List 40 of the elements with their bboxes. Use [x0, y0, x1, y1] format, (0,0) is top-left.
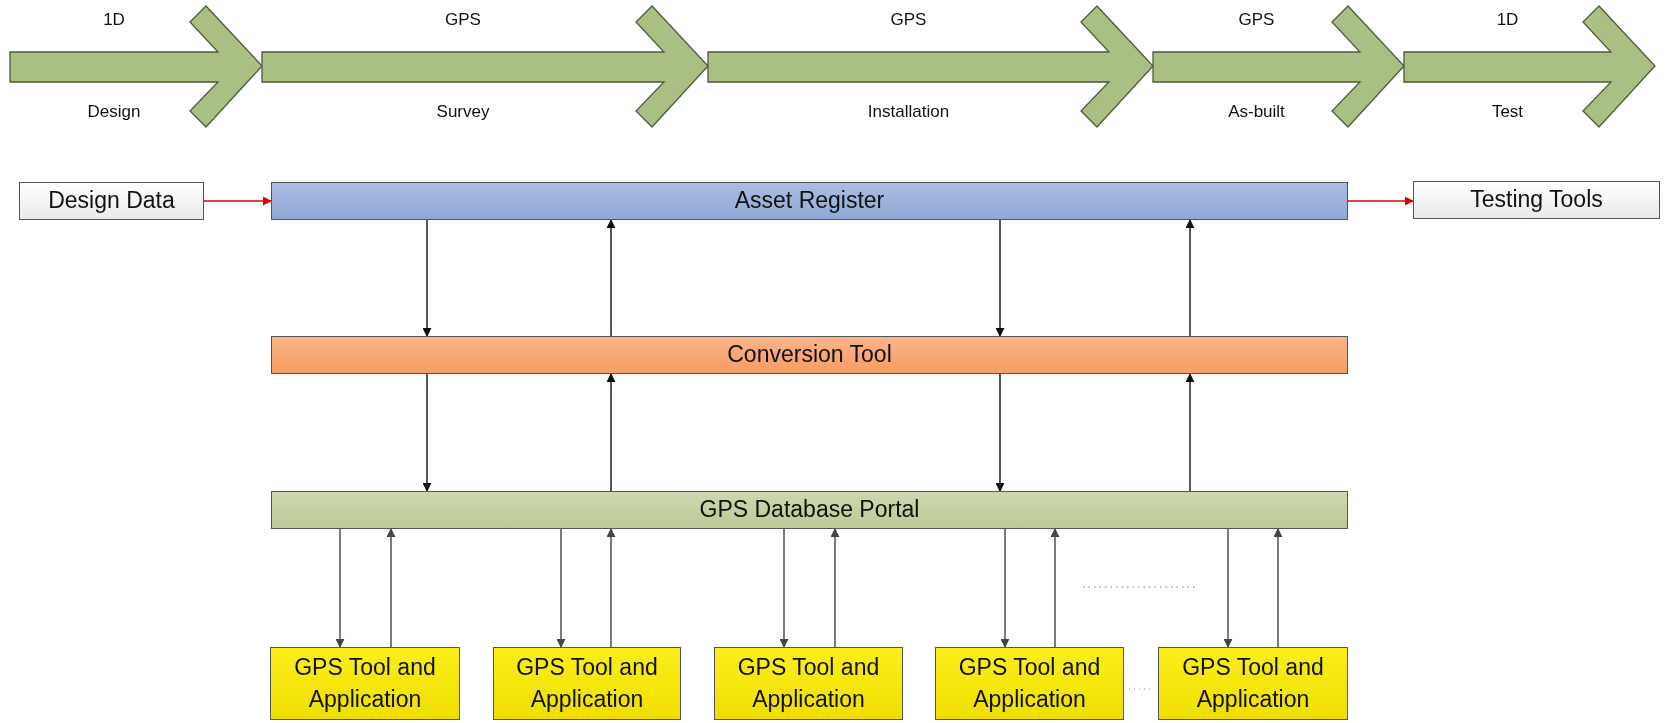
arrow — [203, 196, 272, 206]
arrow — [606, 373, 616, 492]
phase-label: 1D — [103, 10, 125, 30]
arrow — [422, 373, 432, 492]
arrow — [1050, 528, 1060, 648]
arrow — [606, 528, 616, 648]
phase-label: Test — [1491, 102, 1524, 122]
arrow — [386, 528, 396, 648]
arrow — [1000, 528, 1010, 648]
process-bar: GPS Database Portal — [271, 491, 1348, 529]
tool-box: GPS Tool and Application — [270, 647, 460, 720]
arrow — [830, 528, 840, 648]
arrow — [556, 528, 566, 648]
phase-label: Survey — [436, 102, 490, 122]
input-box: Design Data — [19, 182, 204, 220]
arrow — [422, 219, 432, 337]
arrow — [335, 528, 345, 648]
tool-box: GPS Tool and Application — [1158, 647, 1348, 720]
phase-label: Design — [87, 102, 141, 122]
process-bar: Conversion Tool — [271, 336, 1348, 374]
phase-label: 1D — [1496, 10, 1519, 30]
arrow — [1223, 528, 1233, 648]
arrow — [1273, 528, 1283, 648]
process-bar: Asset Register — [271, 182, 1348, 220]
tool-box: GPS Tool and Application — [935, 647, 1124, 720]
phase-label: Installation — [867, 102, 950, 122]
phase-label: As-built — [1228, 102, 1285, 122]
arrow — [606, 219, 616, 337]
phase-label: GPS — [445, 10, 481, 30]
tool-box: GPS Tool and Application — [714, 647, 903, 720]
arrow — [1185, 373, 1195, 492]
arrow — [995, 373, 1005, 492]
output-box: Testing Tools — [1413, 181, 1660, 219]
arrow — [1185, 219, 1195, 337]
arrow — [779, 528, 789, 648]
phase-label: GPS — [890, 10, 927, 30]
tool-box: GPS Tool and Application — [493, 647, 681, 720]
arrow — [995, 219, 1005, 337]
arrow — [1347, 196, 1414, 206]
phase-label: GPS — [1238, 10, 1275, 30]
